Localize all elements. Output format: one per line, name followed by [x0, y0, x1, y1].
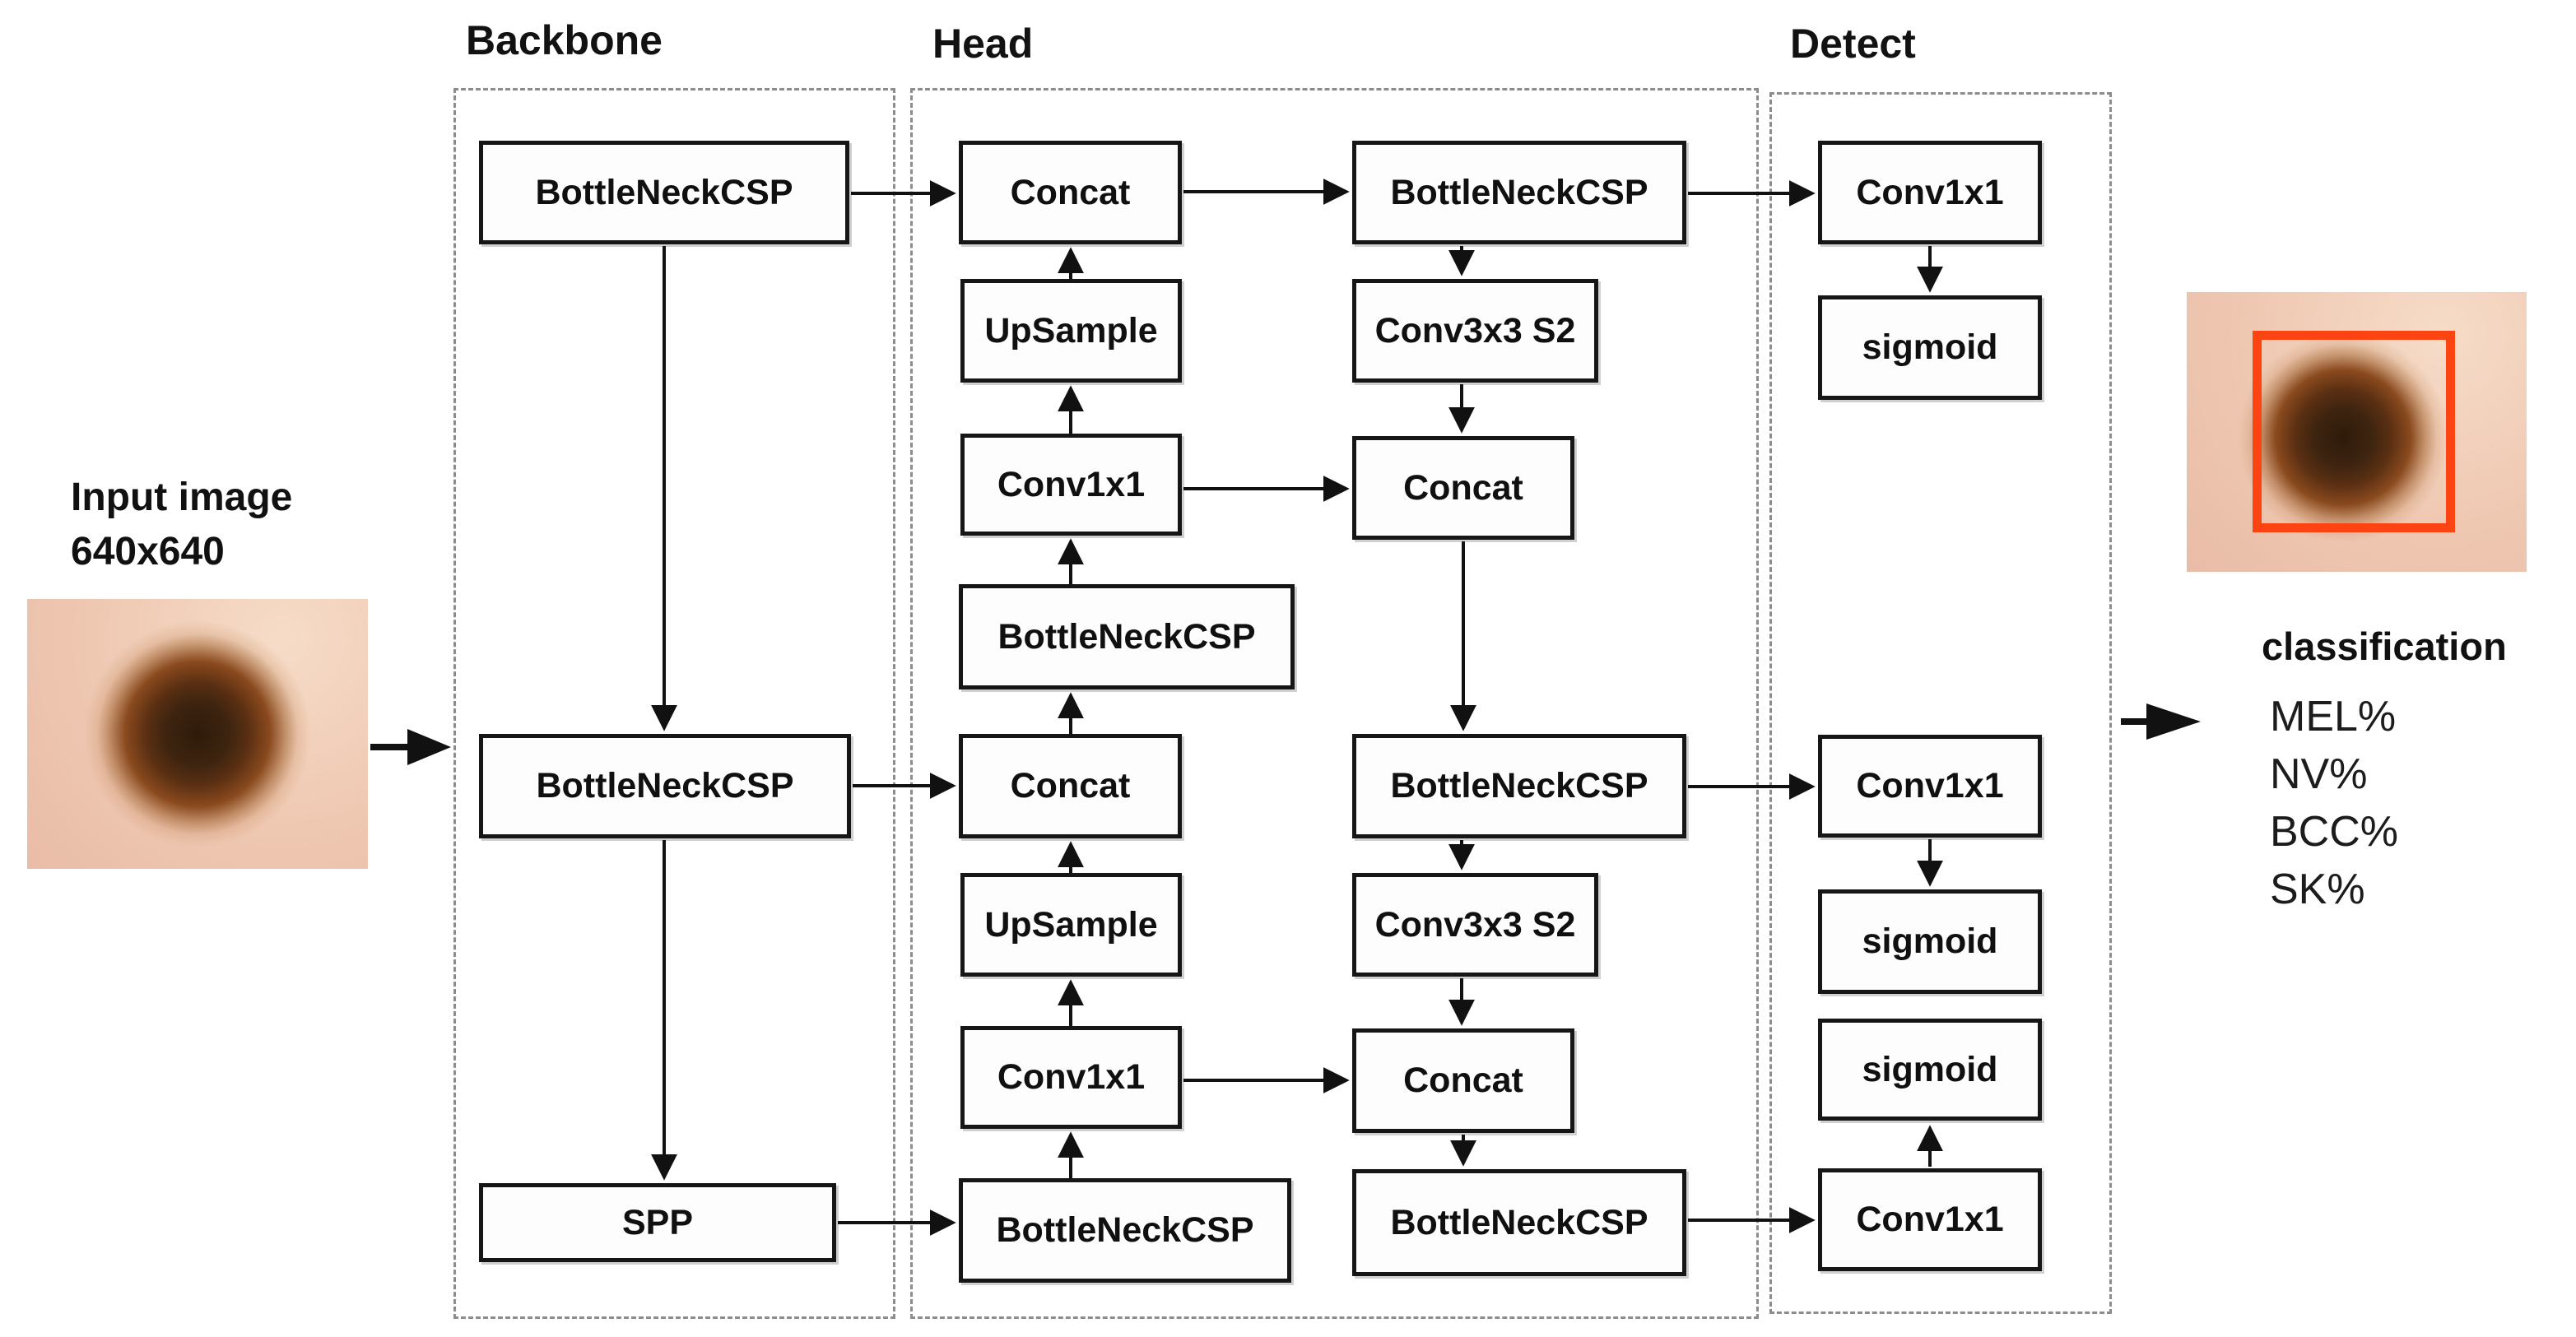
node-head-bottleneckcsp-bot: BottleNeckCSP: [959, 1178, 1291, 1283]
node-head-upsample-bot: UpSample: [960, 873, 1182, 977]
node-head-conv1x1-top: Conv1x1: [960, 434, 1182, 536]
output-image: [2187, 292, 2527, 572]
output-arrow: [2121, 703, 2201, 740]
node-head-bottleneckcsp-mid: BottleNeckCSP: [959, 584, 1295, 689]
node-detect-sigmoid-bot: sigmoid: [1818, 1019, 2042, 1121]
node-head2-conv3x3-top: Conv3x3 S2: [1352, 279, 1598, 383]
class-sk: SK%: [2270, 866, 2365, 913]
backbone-section-label: Backbone: [466, 17, 663, 63]
node-detect-conv1x1-top: Conv1x1: [1818, 141, 2042, 244]
detect-section-label: Detect: [1790, 21, 1916, 67]
node-detect-conv1x1-bot: Conv1x1: [1818, 1168, 2042, 1271]
input-image: [27, 599, 368, 869]
node-detect-conv1x1-mid: Conv1x1: [1818, 735, 2042, 838]
node-backbone-spp: SPP: [479, 1183, 836, 1262]
node-backbone-bottleneckcsp-top: BottleNeckCSP: [479, 141, 849, 244]
classification-label: classification: [2262, 624, 2507, 668]
node-head2-concat-top: Concat: [1352, 436, 1574, 540]
input-caption-line2: 640x640: [71, 530, 225, 573]
detect-section-box: [1769, 92, 2112, 1314]
node-head-concat-mid: Concat: [959, 734, 1182, 838]
node-head2-bottleneckcsp-top: BottleNeckCSP: [1352, 141, 1686, 244]
class-bcc: BCC%: [2270, 808, 2399, 856]
input-image-caption: Input image 640x640: [71, 471, 292, 579]
node-head-upsample-top: UpSample: [960, 279, 1182, 383]
head-section-label: Head: [932, 21, 1034, 67]
classification-classes: MEL% NV% BCC% SK%: [2270, 688, 2398, 918]
head-section-box: [910, 88, 1759, 1319]
node-head-conv1x1-bot: Conv1x1: [960, 1026, 1182, 1129]
node-detect-sigmoid-mid: sigmoid: [1818, 889, 2042, 994]
node-head-concat-top: Concat: [959, 141, 1182, 244]
node-head2-bottleneckcsp-bot: BottleNeckCSP: [1352, 1169, 1686, 1276]
node-backbone-bottleneckcsp-mid: BottleNeckCSP: [479, 734, 851, 838]
detection-bounding-box: [2253, 331, 2455, 532]
class-mel: MEL%: [2270, 693, 2397, 740]
node-detect-sigmoid-top: sigmoid: [1818, 295, 2042, 400]
node-head2-conv3x3-bot: Conv3x3 S2: [1352, 873, 1598, 977]
input-arrow: [370, 729, 451, 765]
input-caption-line1: Input image: [71, 476, 293, 519]
node-head2-concat-bot: Concat: [1352, 1028, 1574, 1133]
backbone-section-box: [453, 88, 895, 1319]
class-nv: NV%: [2270, 750, 2368, 798]
node-head2-bottleneckcsp-mid: BottleNeckCSP: [1352, 734, 1686, 838]
